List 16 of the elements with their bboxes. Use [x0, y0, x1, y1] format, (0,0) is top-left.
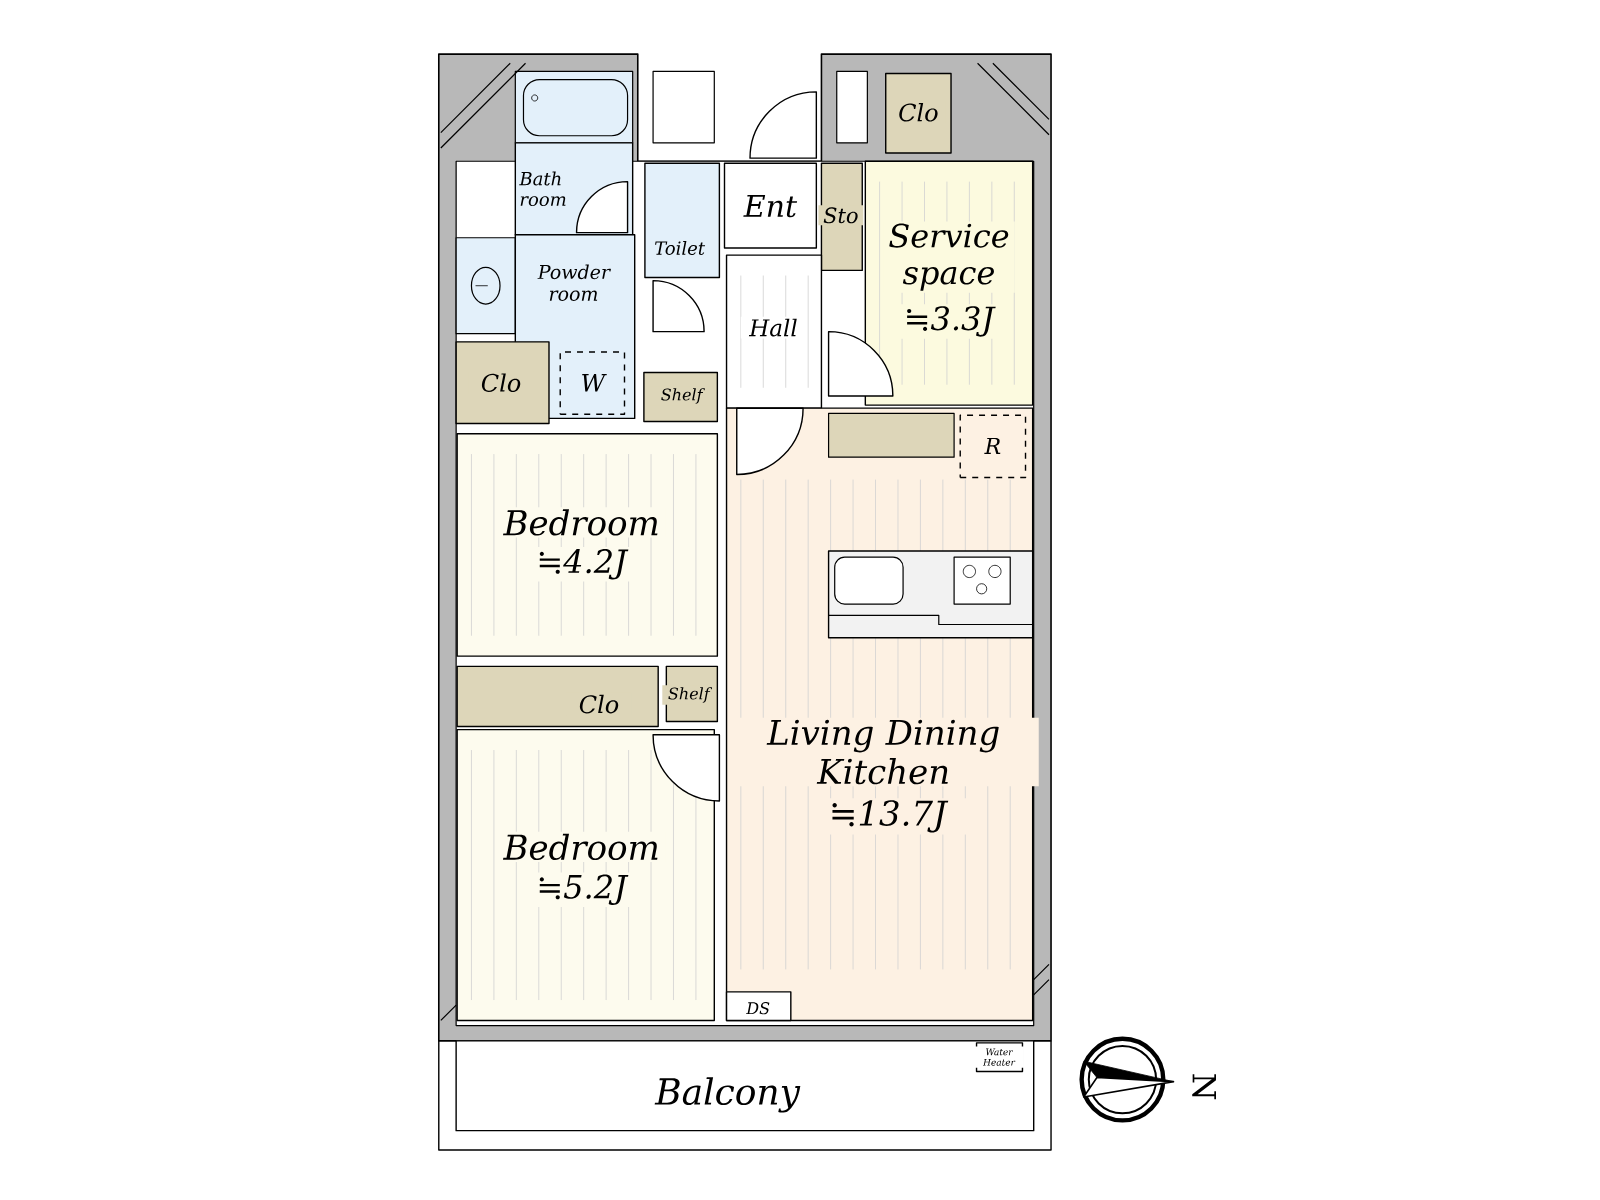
- toilet-room: Toilet: [644, 162, 721, 279]
- room: Bedroom ≒4.2J: [456, 433, 719, 657]
- north-label: N: [1192, 1074, 1216, 1100]
- refrigerator-space: R: [959, 414, 1027, 479]
- shelf: Shelf: [662, 665, 719, 723]
- closet: Clo: [885, 72, 952, 154]
- closet: Clo: [456, 665, 659, 728]
- room: Service space ≒3.3J: [864, 160, 1034, 406]
- room: Bedroom ≒5.2J: [456, 728, 715, 1022]
- storage: Sto: [818, 162, 864, 272]
- entrance: Ent: [723, 162, 818, 249]
- shelf: Shelf: [643, 371, 719, 423]
- washer-space: W: [559, 351, 626, 415]
- duct-space: DS: [725, 991, 792, 1022]
- closet: Clo: [455, 341, 550, 425]
- water-heater: Water Heater: [974, 1042, 1024, 1073]
